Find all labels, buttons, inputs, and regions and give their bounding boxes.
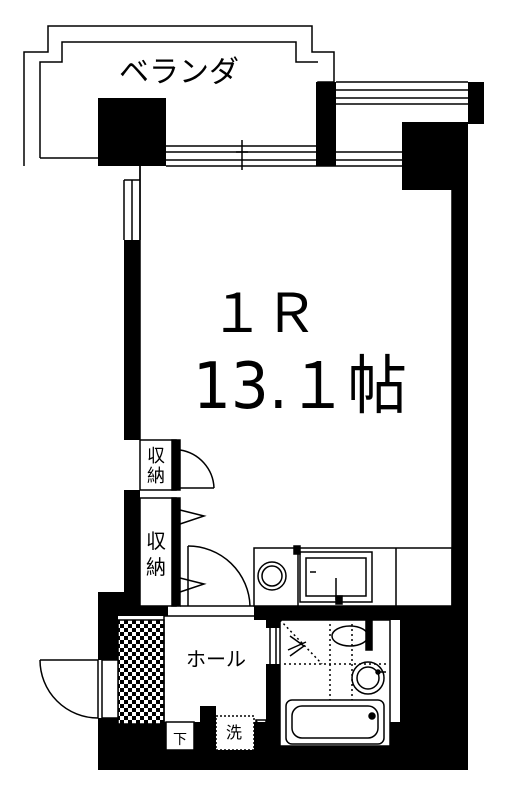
entrance bbox=[39, 616, 165, 725]
shoebox-label: 下 bbox=[173, 732, 187, 748]
hall-fixtures bbox=[164, 615, 277, 751]
storage-upper-label-2: 納 bbox=[147, 466, 165, 487]
washer-label: 洗 bbox=[226, 723, 242, 742]
storage-lower-label-2: 納 bbox=[146, 555, 166, 579]
storage-upper-label-1: 収 bbox=[147, 446, 165, 467]
veranda-outline bbox=[23, 25, 335, 166]
kitchen bbox=[253, 545, 453, 607]
veranda-label: ベランダ bbox=[119, 55, 239, 90]
storage-closets bbox=[139, 439, 254, 607]
balcony-window bbox=[166, 81, 468, 170]
side-window bbox=[123, 166, 141, 240]
room-outline bbox=[139, 166, 453, 606]
bathroom bbox=[279, 619, 391, 747]
room-size-label: 13.１帖 bbox=[193, 350, 407, 424]
room-type-label: １Ｒ bbox=[210, 282, 318, 345]
storage-lower-label-1: 収 bbox=[146, 529, 166, 553]
hall-label: ホール bbox=[186, 647, 246, 671]
